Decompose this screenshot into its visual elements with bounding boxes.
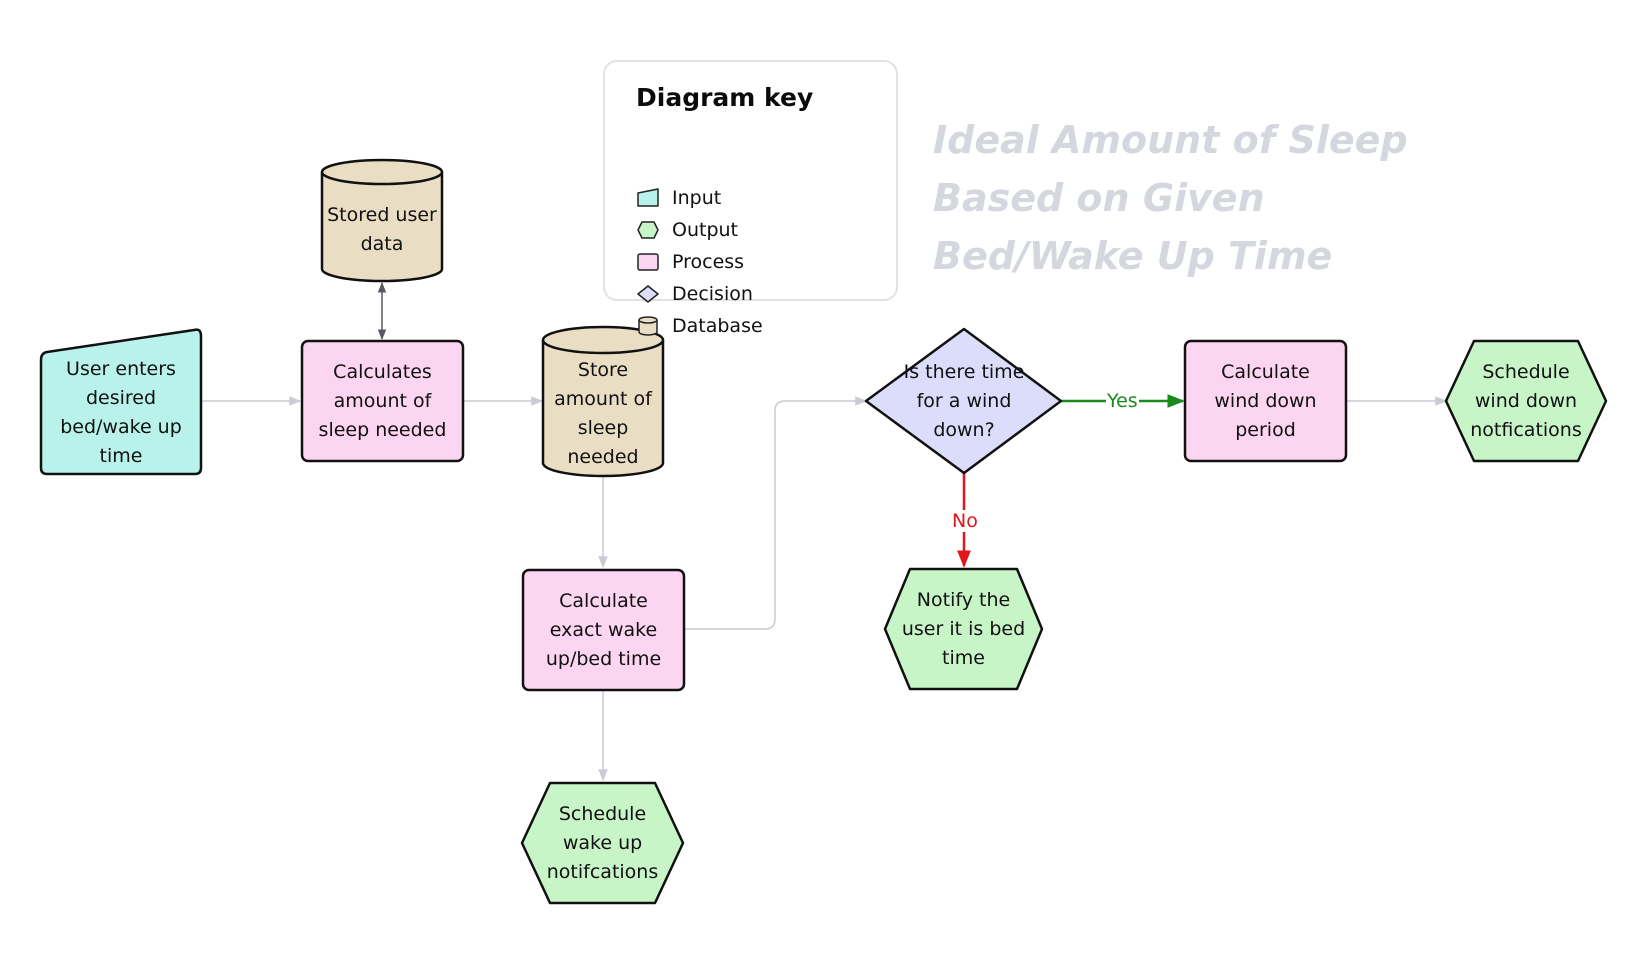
- legend-label-input: Input: [672, 187, 722, 209]
- input-node-shape[interactable]: [39, 328, 203, 476]
- legend-item-input: Input: [636, 183, 721, 213]
- legend-label-output: Output: [672, 219, 738, 241]
- calc-wind-node-shape[interactable]: [1183, 339, 1348, 463]
- schedule-wake-node-shape[interactable]: [520, 781, 685, 905]
- diagram-title-line: Ideal Amount of Sleep: [933, 118, 1408, 162]
- edge-exact-to-decision: [684, 396, 868, 630]
- diagram-title: Ideal Amount of Sleep Based on Given Bed…: [933, 111, 1493, 285]
- legend-label-process: Process: [672, 251, 745, 273]
- legend-item-decision: Decision: [636, 279, 753, 309]
- legend-item-database: Database: [636, 311, 763, 341]
- diamond-icon: [637, 285, 659, 303]
- diagram-key: Diagram key Input Output Process Decisio…: [603, 60, 898, 337]
- legend-item-output: Output: [636, 215, 738, 245]
- store-amount-node-shape[interactable]: [541, 325, 665, 478]
- decision-node-shape[interactable]: [864, 327, 1063, 475]
- diagram-title-line: Bed/Wake Up Time: [933, 234, 1333, 278]
- hexagon-icon: [637, 221, 659, 239]
- calc-amount-node-shape[interactable]: [300, 339, 465, 463]
- input-shape-icon: [637, 188, 659, 207]
- notify-node-shape[interactable]: [883, 567, 1044, 691]
- diagram-title-line: Based on Given: [933, 176, 1265, 220]
- no-edge-label: No: [951, 510, 979, 532]
- yes-edge-label: Yes: [1106, 390, 1139, 412]
- process-box-icon: [637, 253, 659, 271]
- calc-exact-node-shape[interactable]: [521, 568, 686, 692]
- legend-label-decision: Decision: [672, 283, 753, 305]
- cylinder-icon: [638, 316, 658, 336]
- schedule-wind-node-shape[interactable]: [1444, 339, 1608, 463]
- legend-label-database: Database: [672, 315, 763, 337]
- stored-data-node-shape[interactable]: [320, 158, 444, 283]
- diagram-key-title: Diagram key: [636, 83, 814, 112]
- legend-item-process: Process: [636, 247, 744, 277]
